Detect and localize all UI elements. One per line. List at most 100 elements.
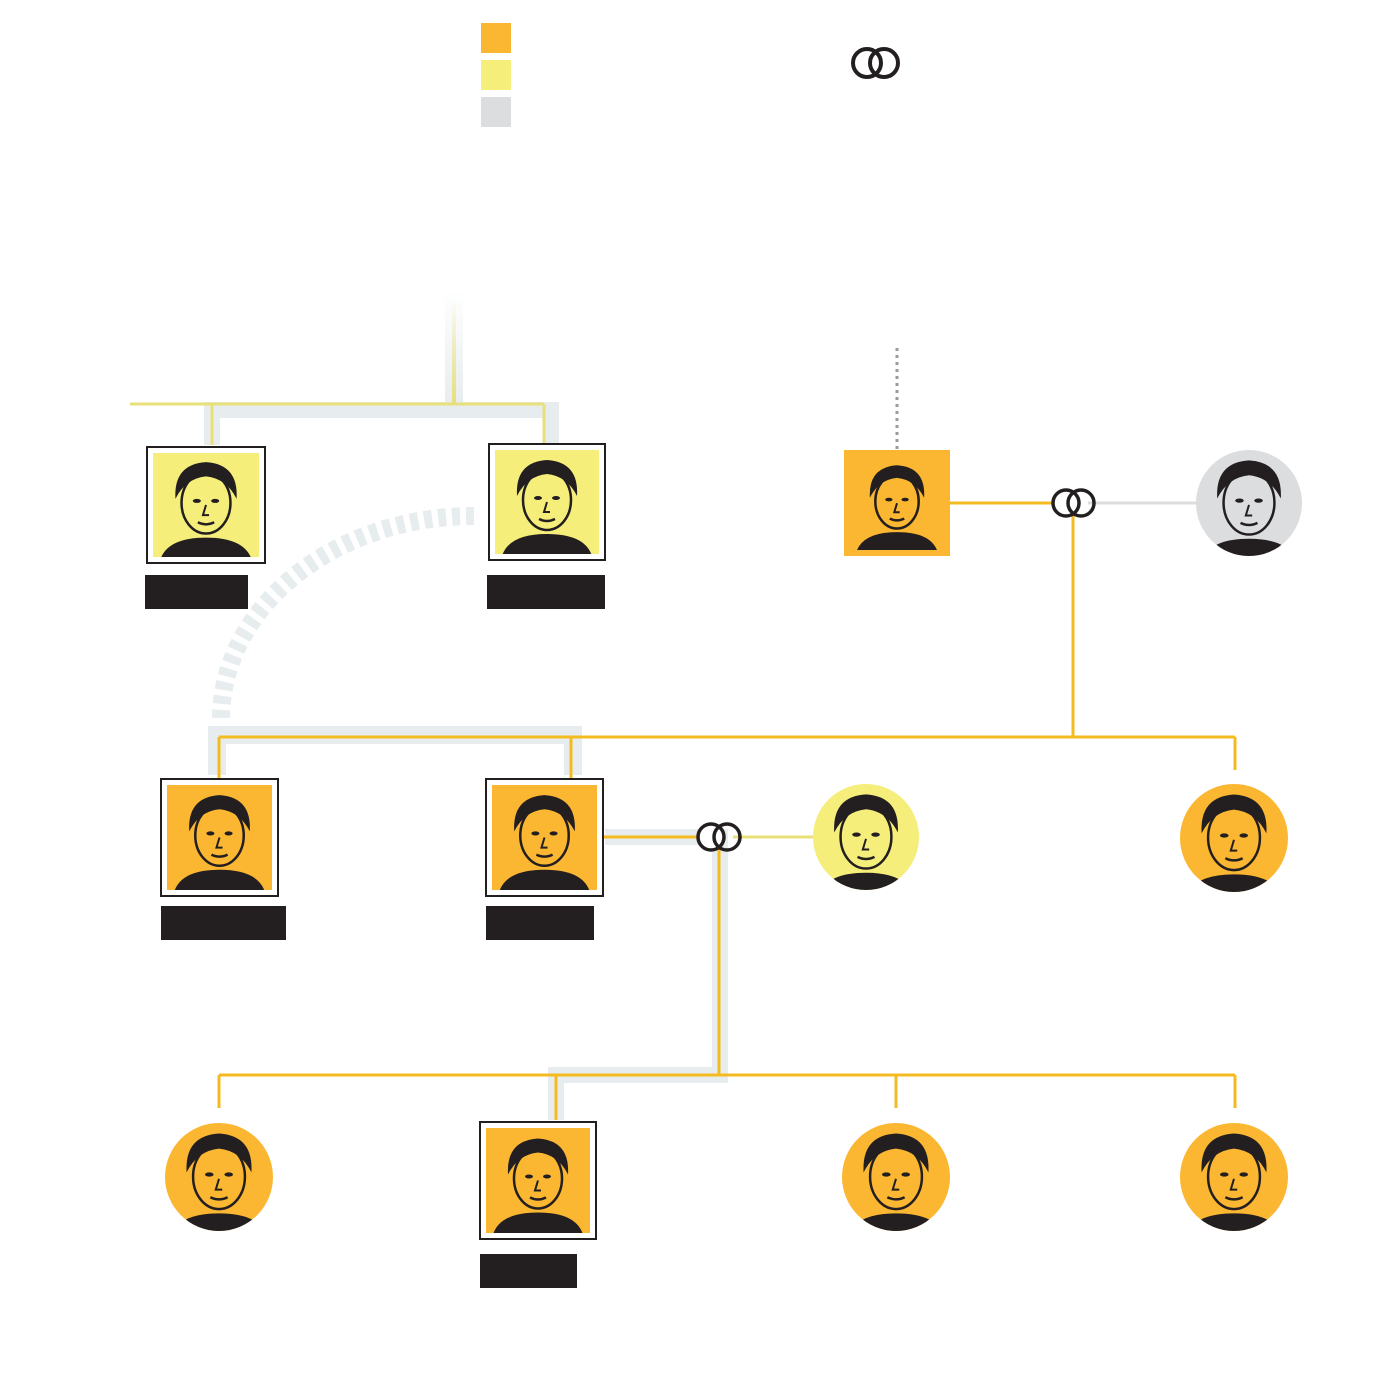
portrait-nose [1229,1178,1238,1191]
succession-arc [212,507,475,720]
portrait-eyes [525,1174,551,1179]
portrait-face [868,1143,924,1211]
portrait-eyes [1235,498,1263,503]
portrait-photo [502,460,592,554]
portrait-nose [1244,504,1253,517]
portrait-face [191,1143,247,1211]
portrait-eyes [206,831,233,836]
person-gen1-left [146,446,266,564]
portrait-mouth [197,521,215,526]
portrait-eyes [1219,833,1249,838]
legend [481,23,900,127]
portrait-shoulders [493,1212,583,1233]
connector-lines [130,300,1237,1120]
people-layer [146,443,1302,1240]
portrait-face [839,803,893,870]
portrait-mouth [856,855,876,861]
portrait-face [1206,1143,1262,1211]
name-label-gen2-son2 [486,906,594,940]
portrait-photo [818,794,914,890]
portrait-eyes [885,497,909,502]
portrait-nose [542,501,550,513]
portrait-face [180,471,232,535]
portrait-face [519,803,570,868]
legend-swatch-orange [481,23,511,53]
portrait-shoulders [502,534,592,554]
gen0-fade-line [452,300,456,405]
portrait-face [1222,469,1276,536]
portrait-shoulders [174,869,265,890]
portrait-eyes [531,831,558,836]
legend-swatch-yellow [481,60,511,90]
portrait-hair [863,1133,929,1173]
portrait-face [1206,804,1262,872]
portrait-shoulders [1185,1213,1283,1231]
portrait-hair [507,1138,569,1175]
portrait-hair [514,795,575,832]
portrait-photo [174,795,265,890]
person-gen2-queen [813,784,919,890]
person-gen2-son2 [485,778,604,897]
person-gen2-son1 [160,778,279,897]
portrait-hair [1201,794,1267,834]
name-label-gen1-left [145,575,248,609]
person-gen3-child1 [165,1123,273,1231]
succession-path [204,290,728,1120]
portrait-shoulders [170,1213,268,1231]
portrait-hair [186,1133,252,1173]
portrait-mouth [1224,1196,1244,1201]
portrait-mouth [209,1196,229,1201]
name-label-gen3-child2 [480,1254,577,1288]
portrait-nose [892,502,900,514]
portrait-eyes [192,498,220,503]
portrait-mouth [886,1196,906,1201]
portrait-photo [1185,794,1283,892]
portrait-photo [161,462,251,557]
person-gen3-child2 [479,1121,597,1240]
portrait-mouth [1239,521,1259,527]
portrait-nose [891,1178,900,1191]
marriage-rings-icon [1051,488,1096,518]
person-gen3-child4 [1180,1123,1288,1231]
portrait-photo [493,1138,583,1233]
succession-path-gen2 [208,726,582,775]
portrait-shoulders [499,869,590,890]
portrait-hair [516,460,578,496]
portrait-eyes [204,1172,234,1177]
portrait-mouth [529,1196,547,1201]
portrait-eyes [1219,1172,1249,1177]
portrait-photo [170,1133,268,1231]
portrait-nose [1229,839,1238,852]
portrait-face [874,473,920,530]
legend-marriage-rings-icon [851,47,900,79]
portrait-face [512,1147,564,1210]
portrait-hair [189,795,250,832]
person-gen1-prince [844,450,950,556]
portrait-shoulders [818,872,914,890]
portrait-hair [1217,460,1281,499]
portrait-shoulders [847,1213,945,1231]
portrait-hair [834,794,898,833]
portrait-shoulders [1185,874,1283,892]
portrait-eyes [852,832,880,837]
portrait-mouth [535,853,554,858]
portrait-nose [214,1178,223,1191]
portrait-photo [1201,460,1297,556]
portrait-shoulders [857,532,937,550]
portrait-mouth [1224,857,1244,862]
portrait-shoulders [161,537,251,557]
portrait-eyes [534,496,560,500]
legend-swatch-gray [481,97,511,127]
marriage-rings-icon [696,822,742,852]
portrait-shoulders [1201,538,1297,556]
portrait-nose [533,1180,541,1192]
person-gen1-wife [1196,450,1302,556]
portrait-hair [869,465,925,498]
portrait-photo [857,465,937,550]
portrait-mouth [210,853,229,858]
portrait-face [521,468,573,532]
person-gen1-right [488,443,606,561]
name-label-gen2-son1 [161,906,286,940]
portrait-photo [1185,1133,1283,1231]
